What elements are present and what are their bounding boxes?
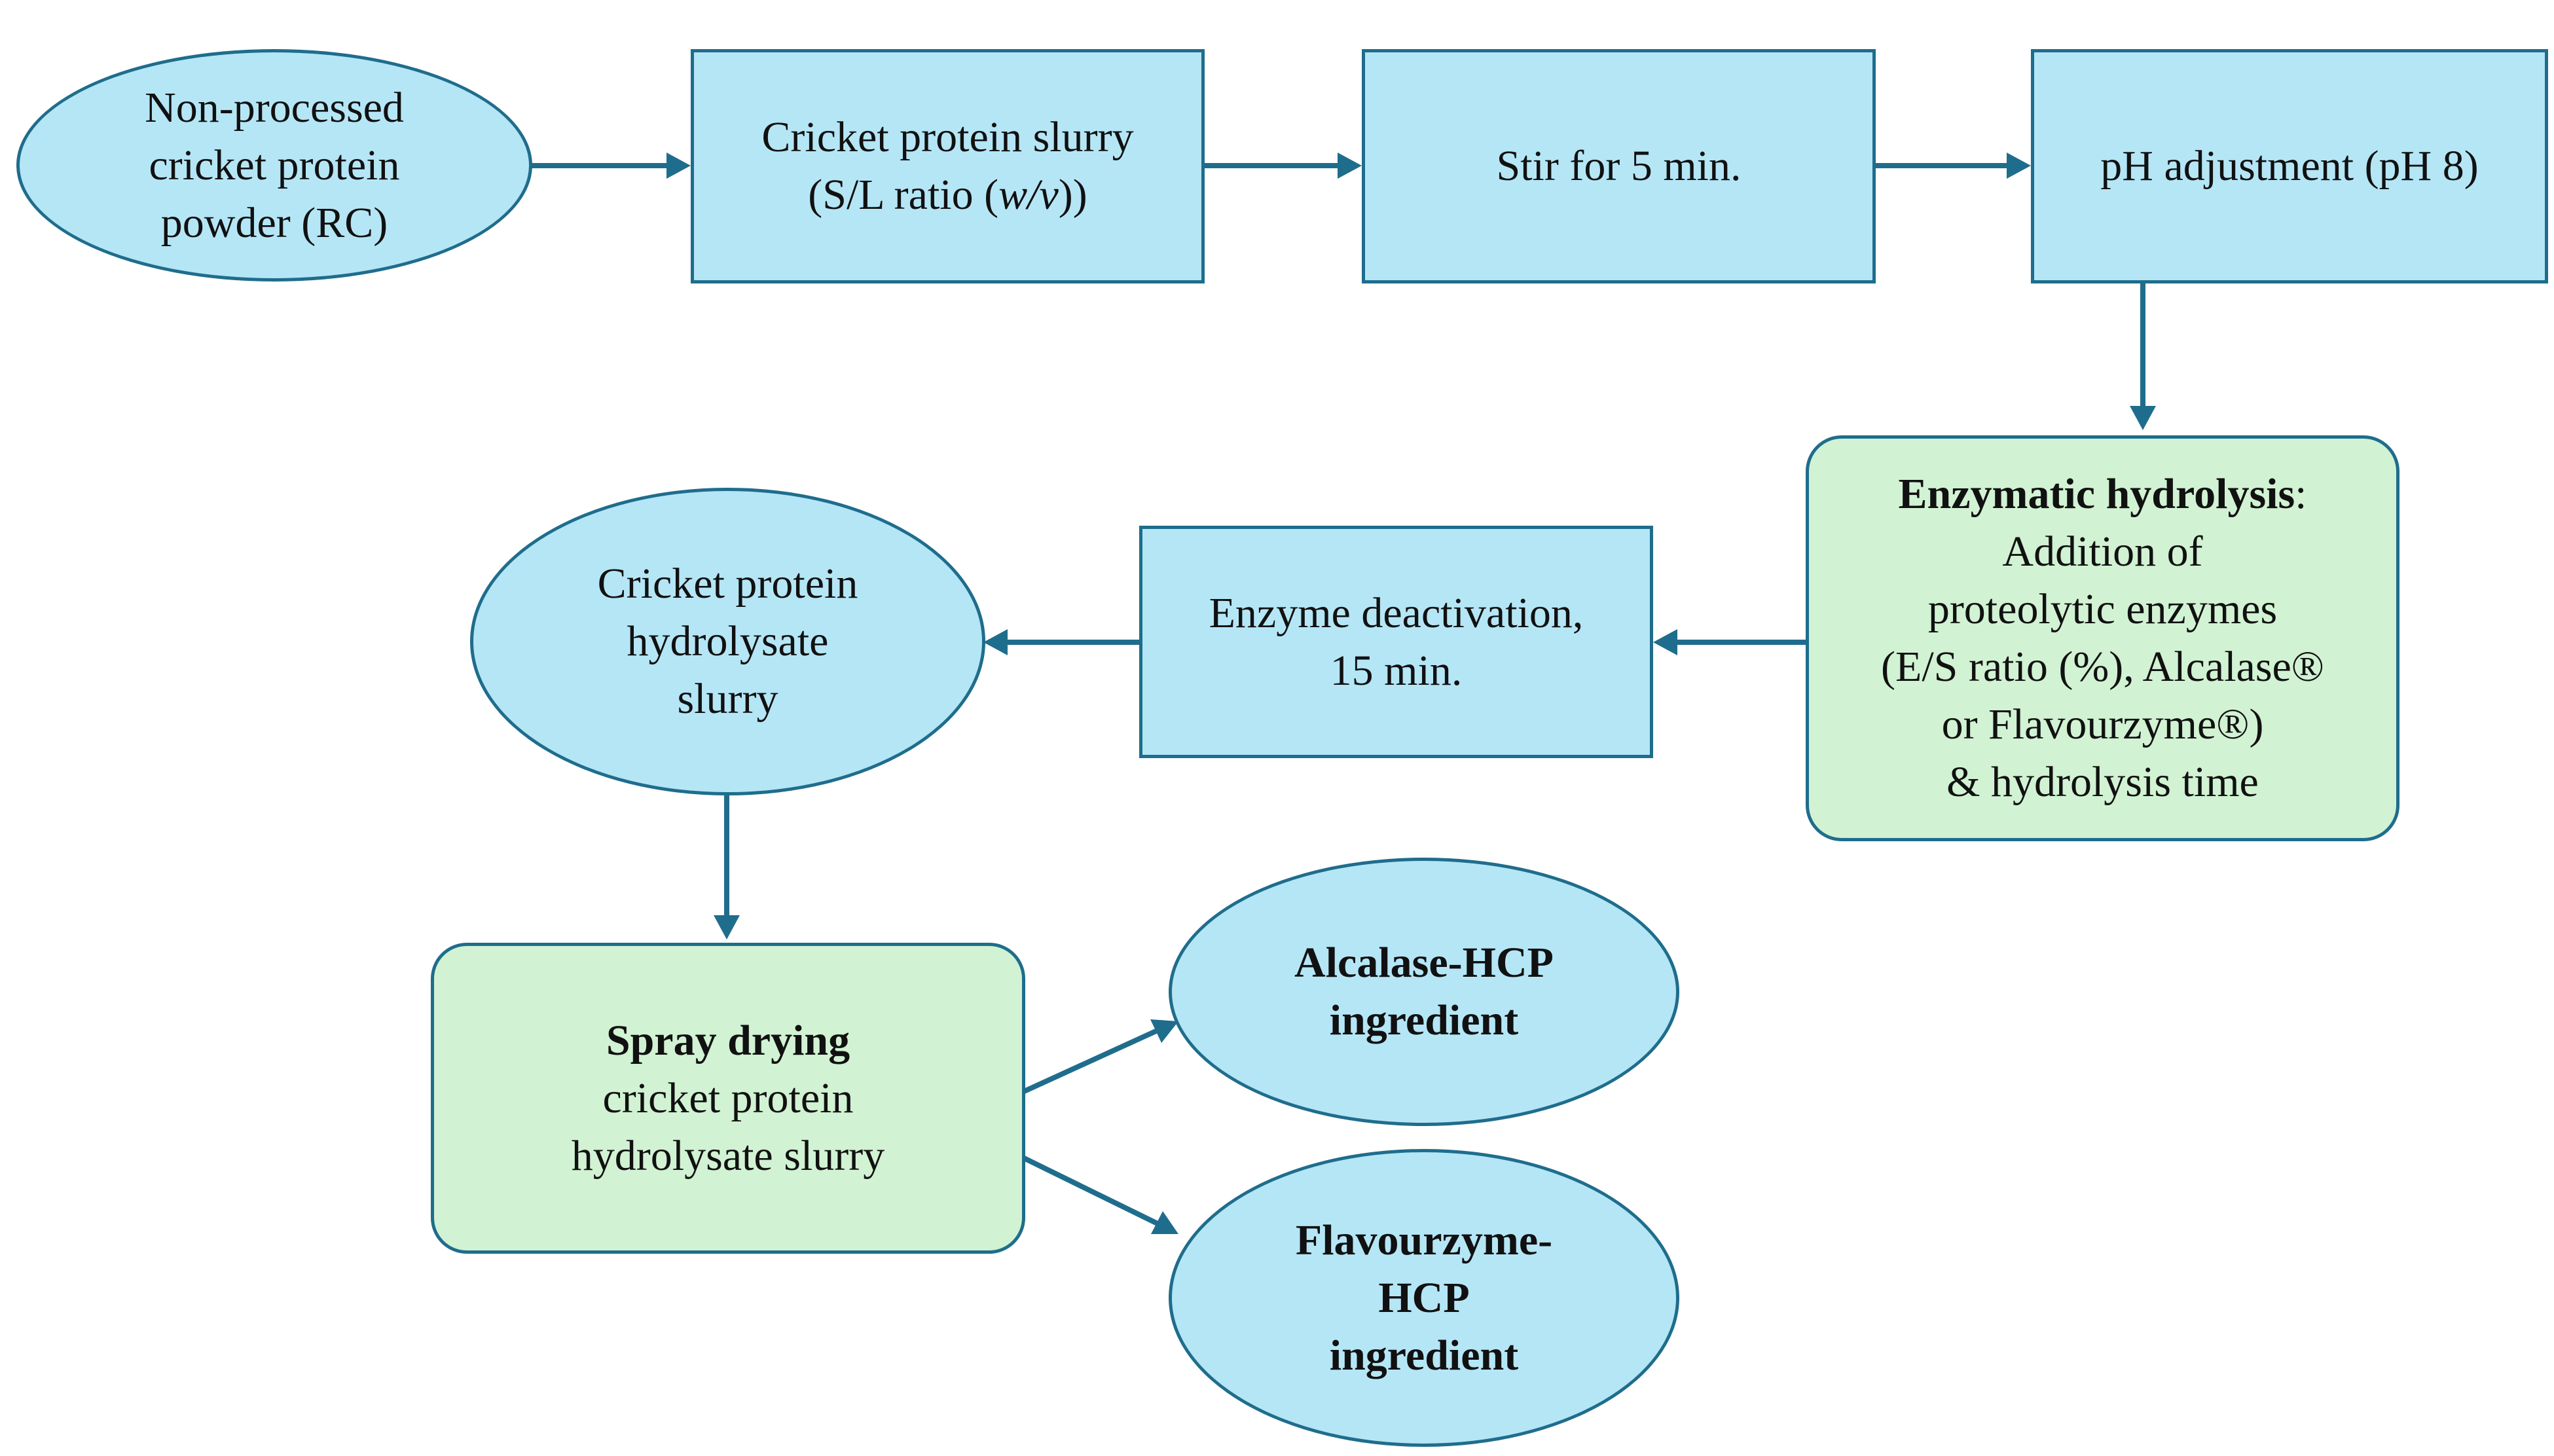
alcalase-hcp-node: Alcalase-HCP ingredient [1169,858,1679,1126]
slurry-ratio-suffix: )) [1058,171,1087,219]
alcalase-line-1: Alcalase-HCP [1294,939,1554,987]
arrow-spray-to-alcalase [1021,1027,1160,1095]
flavourzyme-line-1: Flavourzyme- [1295,1216,1553,1264]
spray-drying-node: Spray drying cricket protein hydrolysate… [431,943,1025,1254]
slurry-node: Cricket protein slurry (S/L ratio (w/v)) [691,49,1205,283]
arrowhead-deactivation-to-hydrolysate [983,629,1008,655]
hydrolysis-line-1: Addition of [2002,528,2203,575]
hydrolysis-title: Enzymatic hydrolysis [1898,470,2295,518]
enzymatic-hydrolysis-node: Enzymatic hydrolysis: Addition of proteo… [1806,435,2399,841]
raw-powder-line-3: powder (RC) [160,198,388,247]
enzyme-deactivation-node: Enzyme deactivation, 15 min. [1139,526,1653,758]
hydrolysate-line-3: slurry [677,675,778,723]
alcalase-line-2: ingredient [1329,996,1519,1044]
hydrolysate-line-1: Cricket protein [597,560,858,608]
hydrolysis-title-line: Enzymatic hydrolysis: [1898,465,2307,523]
hydrolysis-title-colon: : [2295,470,2307,518]
arrowhead-ph-to-hydrolysis [2130,406,2156,430]
hydrolysate-line-2: hydrolysate [627,617,829,665]
spray-drying-title: Spray drying [606,1016,850,1065]
arrowhead-stir-to-ph [2007,153,2031,179]
hydrolysate-slurry-node: Cricket protein hydrolysate slurry [470,488,985,795]
ph-adjustment-node: pH adjustment (pH 8) [2031,49,2548,283]
arrowhead-hydrolysis-to-deactivation [1653,629,1677,655]
spray-drying-line-1: cricket protein [602,1074,854,1122]
arrowhead-slurry-to-stir [1338,153,1362,179]
hydrolysis-line-5: & hydrolysis time [1946,758,2259,806]
spray-drying-line-2: hydrolysate slurry [571,1131,885,1180]
slurry-ratio-prefix: (S/L ratio ( [808,171,999,219]
raw-powder-node: Non-processed cricket protein powder (RC… [16,49,532,282]
stir-text: Stir for 5 min. [1496,142,1742,190]
slurry-line-2: (S/L ratio (w/v)) [808,166,1087,224]
ph-adjustment-text: pH adjustment (pH 8) [2100,142,2479,190]
arrowhead-hydrolysate-to-spray [714,915,740,939]
flavourzyme-line-2: HCP [1378,1273,1470,1322]
slurry-line-1: Cricket protein slurry [761,113,1134,161]
arrowhead-spray-to-alcalase [1150,1019,1178,1043]
flavourzyme-line-3: ingredient [1329,1331,1519,1379]
deactivation-line-1: Enzyme deactivation, [1209,589,1584,637]
arrowhead-spray-to-flavourzyme [1151,1211,1178,1234]
raw-powder-line-2: cricket protein [149,141,400,189]
slurry-ratio-unit: w/v [998,171,1059,219]
deactivation-line-2: 15 min. [1330,646,1463,695]
hydrolysis-line-4: or Flavourzyme®) [1941,701,2264,748]
raw-powder-line-1: Non-processed [145,83,404,132]
arrow-spray-to-flavourzyme [1021,1155,1160,1227]
hydrolysis-line-3: (E/S ratio (%), Alcalase® [1881,643,2324,691]
hydrolysis-line-2: proteolytic enzymes [1927,585,2278,633]
flavourzyme-hcp-node: Flavourzyme- HCP ingredient [1169,1149,1679,1447]
arrowhead-raw-to-slurry [666,153,691,179]
stir-node: Stir for 5 min. [1362,49,1876,283]
